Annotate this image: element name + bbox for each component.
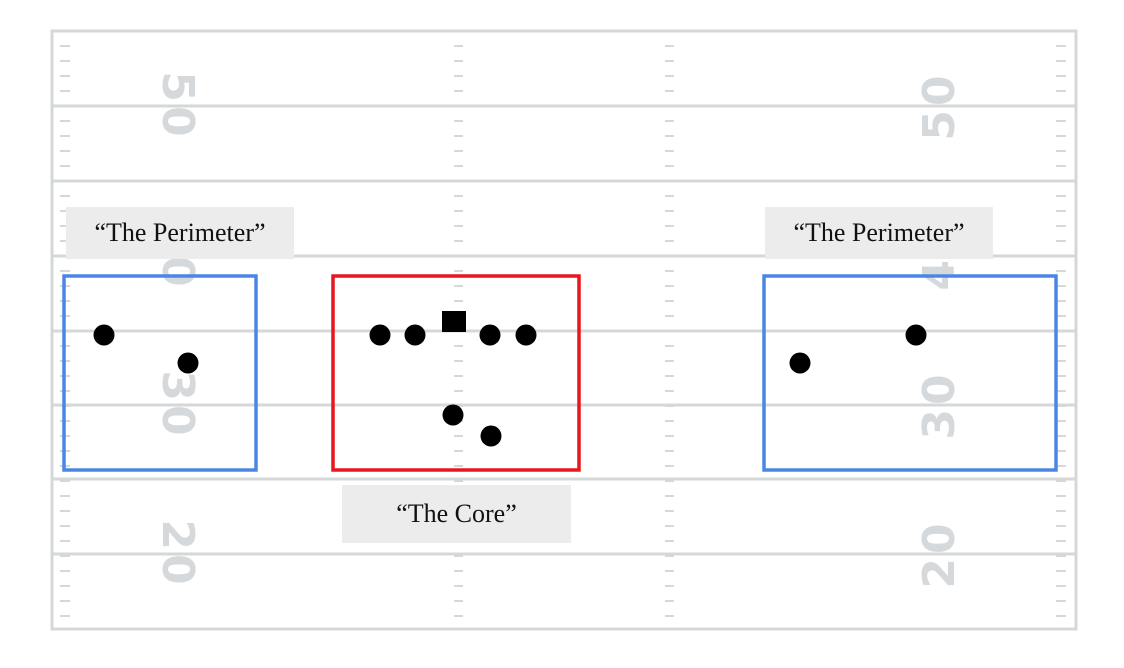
player-marker xyxy=(93,324,115,346)
left-perimeter-players xyxy=(93,324,199,374)
yard-numbers-right: 50 40 30 20 xyxy=(914,71,965,588)
player-marker xyxy=(479,324,501,346)
right-perimeter-players xyxy=(789,324,927,374)
yard-number: 50 xyxy=(914,71,965,140)
yard-number: 20 xyxy=(152,519,203,588)
perimeter-label-left: “The Perimeter” xyxy=(66,207,294,259)
player-marker xyxy=(177,352,199,374)
player-marker xyxy=(480,425,502,447)
player-marker xyxy=(789,352,811,374)
player-marker xyxy=(404,324,426,346)
yard-number: 50 xyxy=(152,71,203,140)
left-perimeter-box xyxy=(62,274,258,472)
perimeter-label-right: “The Perimeter” xyxy=(765,207,993,259)
player-marker xyxy=(369,324,391,346)
player-marker xyxy=(905,324,927,346)
center-square-marker xyxy=(442,311,466,332)
core-box xyxy=(331,274,581,472)
yard-number: 30 xyxy=(914,370,965,439)
player-marker xyxy=(515,324,537,346)
player-marker xyxy=(442,404,464,426)
yard-number: 20 xyxy=(914,519,965,588)
right-perimeter-box xyxy=(762,274,1058,472)
yard-number: 30 xyxy=(152,370,203,439)
core-players xyxy=(369,311,537,447)
core-label: “The Core” xyxy=(342,485,571,543)
